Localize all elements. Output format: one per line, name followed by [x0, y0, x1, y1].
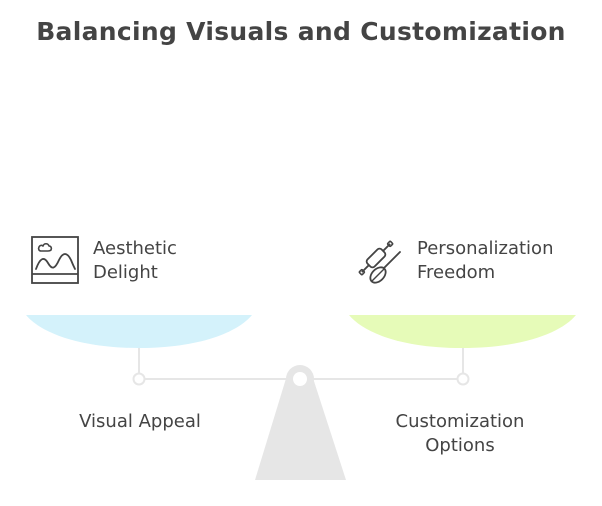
- right-axis-label-line1: Customization: [395, 411, 525, 432]
- right-axis-label: Customization Options: [360, 410, 560, 458]
- left-pan: [26, 315, 252, 348]
- diagram-title: Balancing Visuals and Customization: [36, 17, 566, 46]
- picture-icon: [31, 236, 79, 284]
- right-pan-label-line1: Personalization: [417, 238, 554, 259]
- right-axis-label-line2: Options: [425, 435, 495, 456]
- left-pan-label-line2: Delight: [93, 262, 158, 283]
- right-beam-joint: [456, 372, 470, 386]
- left-beam-joint: [132, 372, 146, 386]
- left-axis-label: Visual Appeal: [40, 410, 240, 434]
- left-pan-label-line1: Aesthetic: [93, 238, 177, 259]
- baking-tools-icon: [358, 240, 401, 284]
- right-pan-label-line2: Freedom: [417, 262, 496, 283]
- right-pan-label: Personalization Freedom: [417, 237, 553, 285]
- scale-stand: [255, 372, 346, 480]
- right-pan: [349, 315, 576, 348]
- left-pan-label: Aesthetic Delight: [93, 237, 177, 285]
- pivot-knob: [293, 372, 307, 386]
- left-axis-label-text: Visual Appeal: [79, 411, 201, 432]
